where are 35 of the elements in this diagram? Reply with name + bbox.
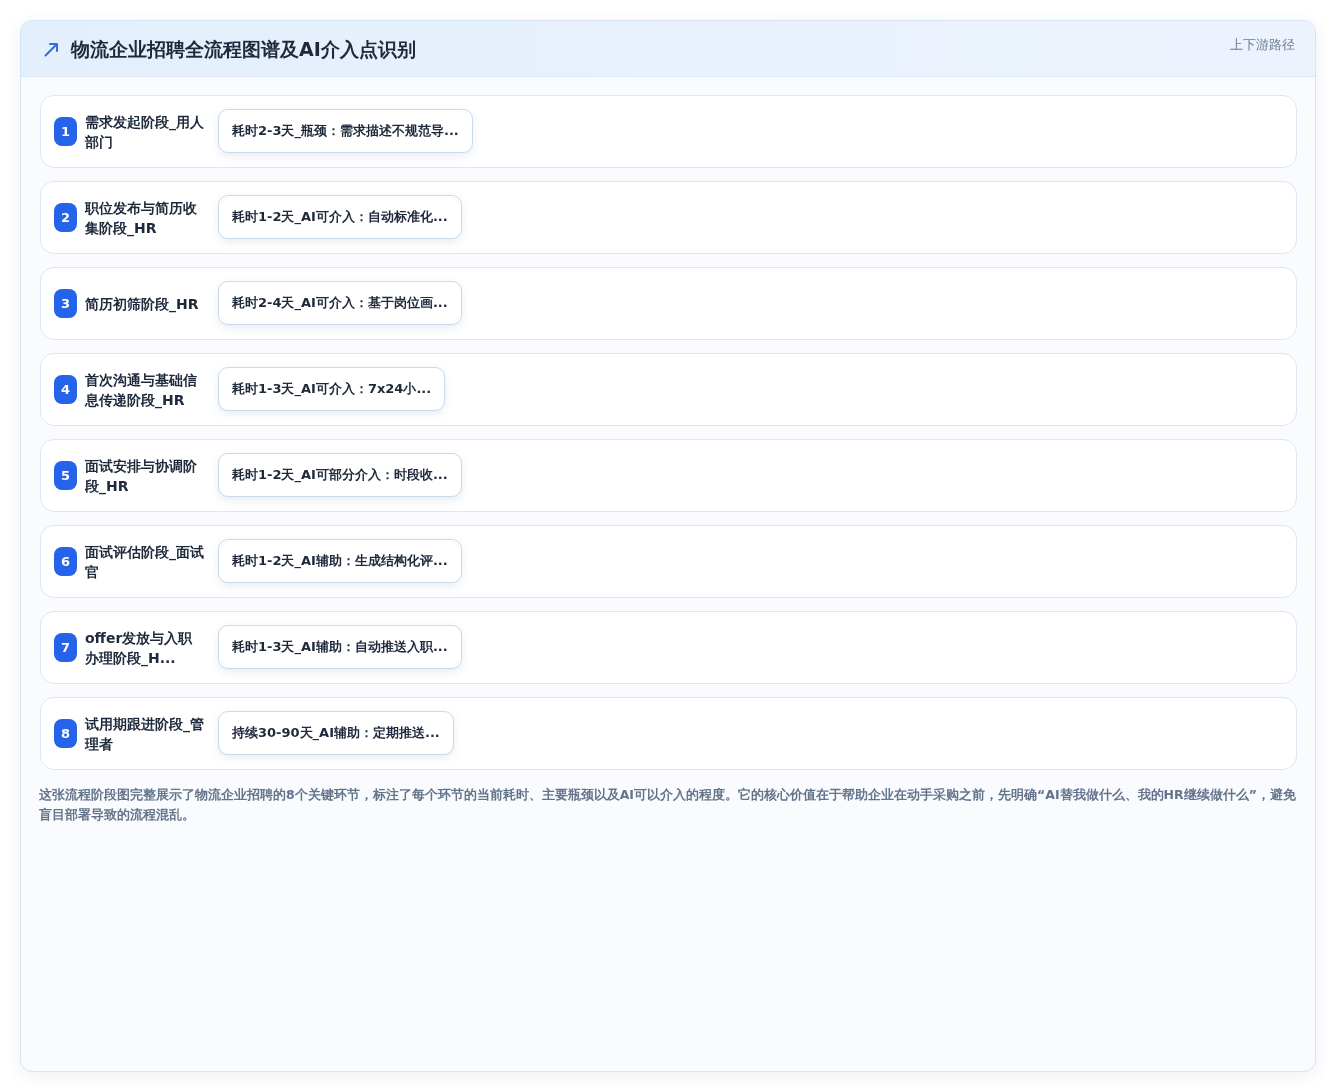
stage-row [40, 439, 1297, 512]
stage-name: 需求发起阶段_用人部门 [85, 113, 205, 152]
stage-name: offer发放与入职办理阶段_H... [85, 629, 194, 668]
step-number-badge: 7 [54, 633, 77, 662]
duration-tag: 耗时1-2天_AI可部分介入：时段收... [218, 453, 462, 497]
step-number-badge: 3 [54, 289, 77, 318]
step-number-badge: 6 [54, 547, 77, 576]
duration-tag: 持续30-90天_AI辅助：定期推送... [218, 711, 454, 755]
stage-name: 职位发布与简历收集阶段_HR [85, 199, 198, 238]
duration-tag: 耗时1-2天_AI辅助：生成结构化评... [218, 539, 462, 583]
stage-name: 试用期跟进阶段_管理者 [85, 715, 205, 754]
duration-tag: 耗时1-2天_AI可介入：自动标准化... [218, 195, 462, 239]
step-number-badge: 1 [54, 117, 77, 146]
stage-name: 面试安排与协调阶段_HR [85, 457, 198, 496]
stage-row [40, 525, 1297, 598]
step-number-badge: 4 [54, 375, 77, 404]
stage-name: 简历初筛阶段_HR [85, 295, 200, 314]
header-note: 上下游路径 [1230, 36, 1295, 54]
step-number-badge: 2 [54, 203, 77, 232]
duration-tag: 耗时2-3天_瓶颈：需求描述不规范导... [218, 109, 473, 153]
stage-row [40, 267, 1297, 340]
step-number-badge: 8 [54, 719, 77, 748]
stage-row [40, 353, 1297, 426]
stage-row [40, 611, 1297, 684]
title-text: 物流企业招聘全流程图谱及AI介入点识别 [71, 37, 416, 62]
stage-row [40, 95, 1297, 168]
step-number-badge: 5 [54, 461, 77, 490]
stage-name: 首次沟通与基础信息传递阶段_HR [85, 371, 198, 410]
caption-text: 这张流程阶段图完整展示了物流企业招聘的8个关键环节，标注了每个环节的当前耗时、主要瓶颈以及AI可以介入的程度。它的核心价值在于帮助企业在动手采购之前，先明确“AI替我做什么、我的HR继续做什么”，避免盲目部署导致的流程混乱。 [39, 786, 1297, 824]
duration-tag: 耗时1-3天_AI可介入：7x24小... [218, 367, 446, 411]
duration-tag: 耗时1-3天_AI辅助：自动推送入职... [218, 625, 462, 669]
stage-row [40, 181, 1297, 254]
stage-name: 面试评估阶段_面试官 [85, 543, 205, 582]
stage-row [40, 697, 1297, 770]
duration-tag: 耗时2-4天_AI可介入：基于岗位画... [218, 281, 462, 325]
